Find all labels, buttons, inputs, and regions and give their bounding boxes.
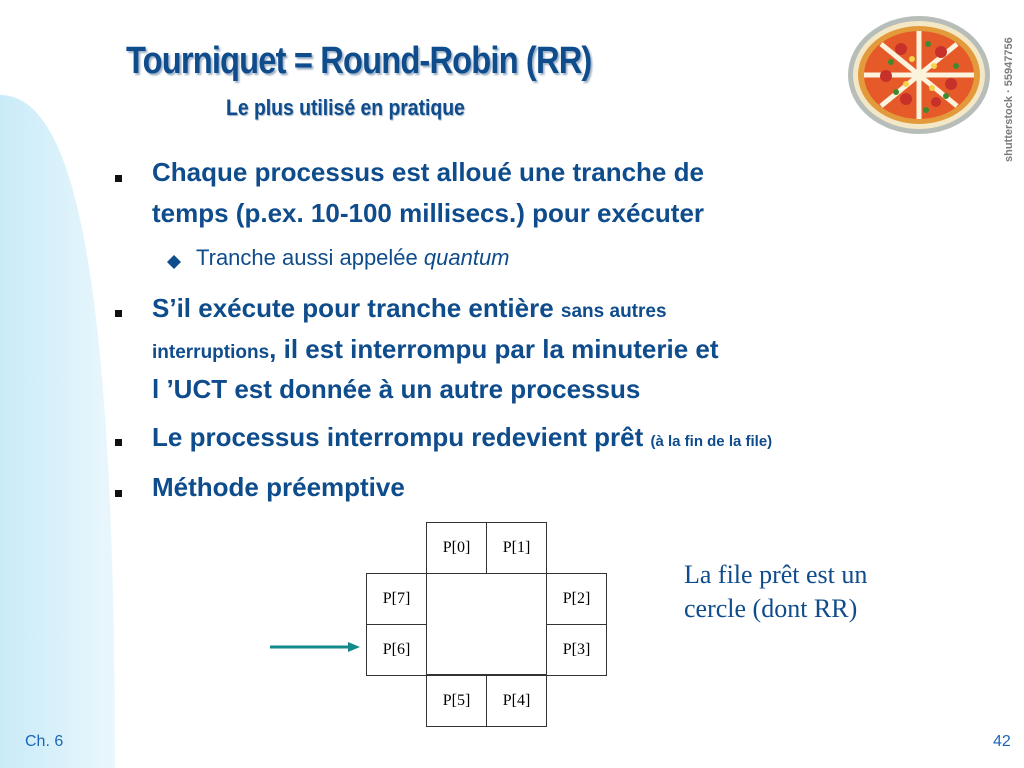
queue-cell-p2: P[2] xyxy=(546,573,607,625)
bullet-2-line-2: interruptions, il est interrompu par la … xyxy=(152,334,719,368)
queue-cell-p5: P[5] xyxy=(426,675,487,727)
diamond-bullet-icon xyxy=(167,255,181,269)
queue-caption: La file prêt est un cercle (dont RR) xyxy=(684,558,867,626)
bullet-2-small-2: interruptions xyxy=(152,342,270,363)
sub-bullet-emphasis: quantum xyxy=(423,245,510,270)
queue-cell-p7: P[7] xyxy=(366,573,427,625)
sub-bullet-text: Tranche aussi appelée xyxy=(196,245,424,270)
square-bullet-icon xyxy=(115,490,122,497)
bullet-2-line-1: S’il exécute pour tranche entière sans a… xyxy=(152,293,667,327)
queue-cell-p4: P[4] xyxy=(486,675,547,727)
bullet-3-line: Le processus interrompu redevient prêt (… xyxy=(152,422,772,457)
bullet-1-line-2: temps (p.ex. 10-100 millisecs.) pour exé… xyxy=(152,198,705,228)
footer-page-number: 42 xyxy=(993,733,1011,750)
bullet-2-small-1: sans autres xyxy=(560,301,667,322)
queue-caption-line-2: cercle (dont RR) xyxy=(684,594,858,623)
slide-subtitle: Le plus utilisé en pratique xyxy=(226,95,465,120)
bullet-2-line-3: l ’UCT est donnée à un autre processus xyxy=(152,374,641,404)
bullet-4-line: Méthode préemptive xyxy=(152,472,405,502)
queue-cell-p1: P[1] xyxy=(486,522,547,574)
bullet-3-main: Le processus interrompu redevient prêt xyxy=(152,422,651,452)
pizza-slices-icon xyxy=(848,16,990,134)
sub-bullet-quantum: Tranche aussi appelée quantum xyxy=(196,245,510,271)
footer-chapter: Ch. 6 xyxy=(25,733,64,750)
slide-title: Tourniquet = Round-Robin (RR) xyxy=(126,40,592,82)
queue-center xyxy=(426,573,547,675)
bullet-1-line-1: Chaque processus est alloué une tranche … xyxy=(152,157,704,187)
square-bullet-icon xyxy=(115,439,122,446)
bullet-3-small: (à la fin de la file) xyxy=(650,433,773,450)
queue-caption-line-1: La file prêt est un xyxy=(684,560,868,589)
bullet-2-main-1: S’il exécute pour tranche entière xyxy=(152,293,561,323)
queue-cell-p0: P[0] xyxy=(426,522,487,574)
square-bullet-icon xyxy=(115,310,122,317)
queue-cell-p3: P[3] xyxy=(546,624,607,676)
queue-cell-p6: P[6] xyxy=(366,624,427,676)
stock-watermark: shutterstock · 55947756 xyxy=(1003,37,1015,162)
arrow-right-icon xyxy=(270,642,360,652)
bullet-2-main-2: , il est interrompu par la minuterie et xyxy=(269,334,719,364)
square-bullet-icon xyxy=(115,175,122,182)
